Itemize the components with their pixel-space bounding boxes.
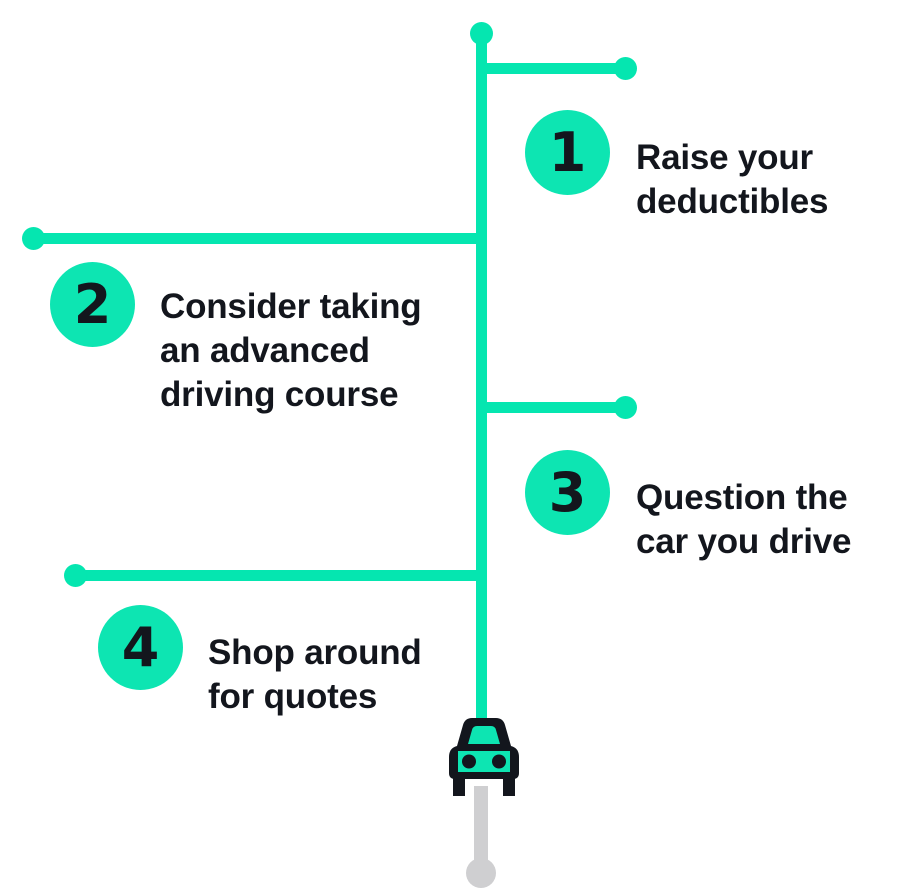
timeline-top-dot-icon: [470, 22, 493, 45]
timeline-step-4: 4 Shop around for quotes: [98, 605, 422, 719]
timeline-step-3: 3 Question the car you drive: [525, 450, 851, 564]
timeline-step-2: 2 Consider taking an advanced driving co…: [50, 262, 422, 417]
branch-line-1: [476, 63, 628, 74]
signpost-pole-end-dot-icon: [466, 858, 496, 888]
step-number-badge-4: 4: [98, 605, 183, 690]
car-front-icon: [441, 716, 527, 798]
step-label-1: Raise your deductibles: [636, 138, 829, 222]
step-number-badge-2: 2: [50, 262, 135, 347]
step-number-badge-1: 1: [525, 110, 610, 195]
branch-end-dot-icon-4: [64, 564, 87, 587]
step-label-3: Question the car you drive: [636, 478, 852, 562]
timeline-step-1: 1 Raise your deductibles: [525, 110, 828, 224]
branch-end-dot-icon-3: [614, 396, 637, 419]
branch-end-dot-icon-2: [22, 227, 45, 250]
branch-line-3: [476, 402, 628, 413]
timeline-spine: [476, 28, 487, 728]
signpost-pole-icon: [474, 786, 488, 868]
branch-end-dot-icon-1: [614, 57, 637, 80]
step-label-2: Consider taking an advanced driving cour…: [160, 287, 422, 415]
step-label-4: Shop around for quotes: [208, 633, 422, 717]
branch-line-2: [33, 233, 487, 244]
branch-line-4: [75, 570, 487, 581]
step-number-badge-3: 3: [525, 450, 610, 535]
